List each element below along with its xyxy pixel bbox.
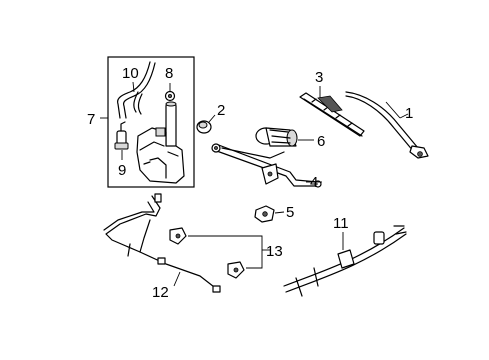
callout-8: 8 xyxy=(165,65,173,82)
callout-6: 6 xyxy=(317,133,325,150)
callout-5: 5 xyxy=(286,204,294,221)
callout-2: 2 xyxy=(217,102,225,119)
wiper-motor xyxy=(255,127,314,147)
washer-reservoir-group xyxy=(100,56,195,188)
washer-nozzles xyxy=(169,227,270,279)
washer-pump xyxy=(114,121,129,160)
wiper-arm xyxy=(345,91,429,159)
wiper-linkage xyxy=(211,143,322,188)
callout-7: 7 xyxy=(87,111,95,128)
wiper-blade xyxy=(299,86,365,137)
washer-reservoir xyxy=(136,101,185,184)
callout-1: 1 xyxy=(405,105,413,122)
grommet xyxy=(164,83,176,102)
retaining-clip xyxy=(254,205,285,223)
drive-cable xyxy=(283,225,407,297)
callout-10: 10 xyxy=(122,65,139,82)
callout-4: 4 xyxy=(310,174,318,191)
callout-3: 3 xyxy=(315,69,323,86)
reservoir-group-box xyxy=(107,56,195,188)
callout-11: 11 xyxy=(333,215,349,232)
callout-13: 13 xyxy=(266,243,283,260)
reservoir-cap xyxy=(196,114,216,134)
callout-12: 12 xyxy=(152,284,169,301)
washer-hose xyxy=(117,61,156,119)
washer-tubing xyxy=(103,193,221,293)
callout-9: 9 xyxy=(118,162,126,179)
